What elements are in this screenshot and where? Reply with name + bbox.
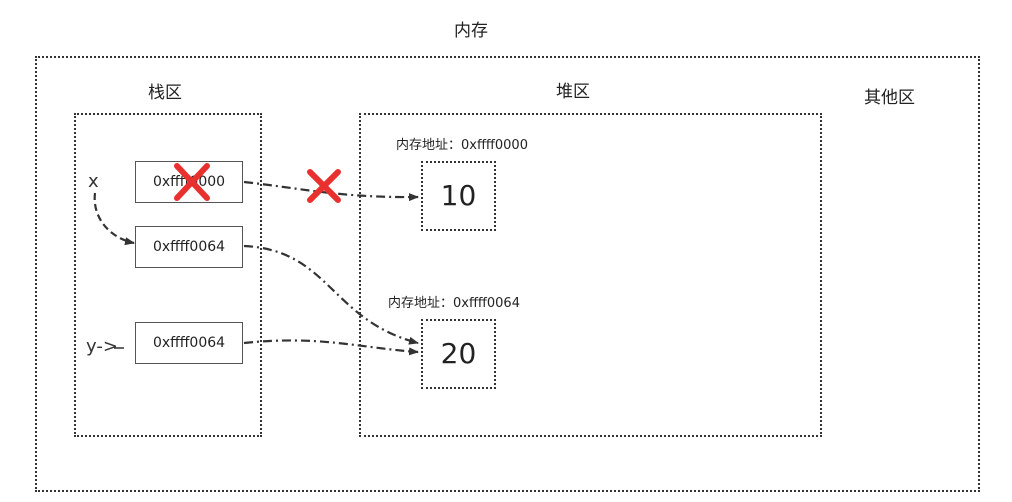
heap-region-label: 堆区	[556, 82, 590, 102]
stack-cell-x-old: 0xffff0000	[135, 161, 243, 203]
stack-region-label: 栈区	[148, 83, 182, 103]
heap-object-10: 10	[421, 161, 496, 231]
stack-cell-x-new: 0xffff0064	[135, 226, 243, 268]
variable-y-label: y->	[86, 336, 118, 357]
other-region-label: 其他区	[864, 88, 915, 108]
heap-address-label-1: 内存地址：0xffff0000	[396, 138, 528, 153]
variable-x-label: x	[88, 171, 99, 192]
heap-address-label-2: 内存地址：0xffff0064	[388, 296, 520, 311]
diagram-title: 内存	[454, 21, 488, 41]
heap-object-20: 20	[421, 319, 496, 389]
memory-region	[35, 56, 980, 492]
stack-cell-y: 0xffff0064	[135, 322, 243, 364]
